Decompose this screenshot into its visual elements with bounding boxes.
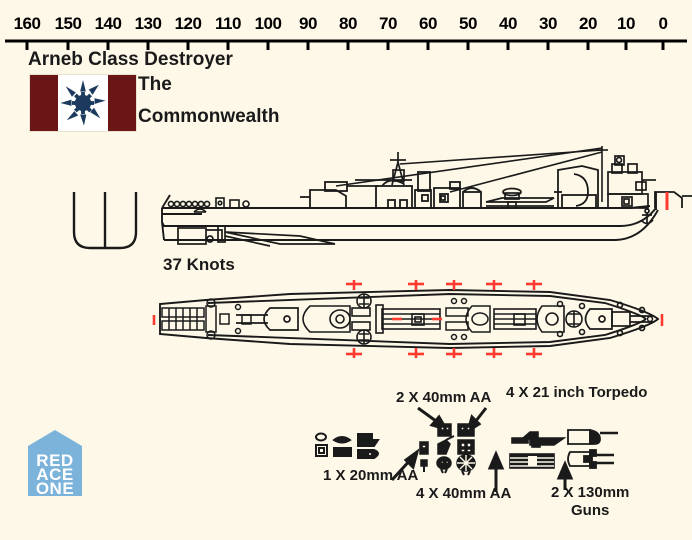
starburst-gear-icon: [60, 79, 106, 126]
scale-tick-label: 30: [539, 14, 557, 33]
legend-label-130mm-line1: 2 X 130mm: [551, 484, 630, 501]
plan-weapon-markers: [152, 280, 664, 358]
legend-icon-aa-mounts: [419, 423, 481, 476]
flag-band-right: [108, 75, 136, 131]
ship-plan-view: [159, 289, 660, 349]
scale-tick-label: 110: [215, 14, 241, 33]
legend-label-20mm: 1 X 20mm AA: [323, 467, 419, 484]
legend-label-40mm-twin: 2 X 40mm AA: [396, 389, 492, 406]
commonwealth-flag: [29, 74, 137, 132]
brand-line-1: RED: [36, 451, 73, 470]
scale-ruler-graphic: [5, 39, 687, 50]
ship-side-elevation: [161, 146, 692, 247]
bow-marker-side: [665, 192, 669, 210]
legend-label-torpedo: 4 X 21 inch Torpedo: [506, 384, 648, 401]
scale-tick-label: 70: [379, 14, 397, 33]
legend-label-40mm-quad: 4 X 40mm AA: [416, 485, 512, 502]
page-title: Arneb Class Destroyer: [28, 49, 233, 70]
scale-tick-label: 150: [54, 14, 82, 33]
nation-label-line2: Commonwealth: [138, 106, 280, 127]
scale-tick-label: 0: [658, 14, 668, 33]
scale-tick-label: 50: [459, 14, 477, 33]
scale-tick-label: 140: [94, 14, 122, 33]
legend-label-130mm: 2 X 130mm Guns: [551, 484, 629, 520]
flag-band-left: [30, 75, 58, 131]
scale-tick-label: 120: [174, 14, 202, 33]
red-ace-one-logo: RED ACE ONE: [28, 430, 82, 498]
scale-tick-label: 80: [339, 14, 357, 33]
scale-tick-label: 20: [579, 14, 597, 33]
brand-line-3: ONE: [36, 479, 74, 498]
brand-line-2: ACE: [36, 465, 73, 484]
scale-tick-label: 10: [617, 14, 635, 33]
speed-label: 37 Knots: [163, 255, 235, 274]
flag-field-center: [58, 75, 108, 131]
nation-label-line1: The: [138, 74, 172, 95]
scale-tick-label: 60: [419, 14, 437, 33]
scale-tick-label: 90: [299, 14, 317, 33]
legend-icon-small-fittings: [315, 432, 380, 459]
legend-icon-torpedo-launchers: [509, 431, 567, 469]
anchor-icon: [640, 208, 654, 225]
scale-tick-label: 40: [499, 14, 517, 33]
scale-tick-label: 130: [134, 14, 162, 33]
hull-cross-section: [72, 192, 138, 250]
legend-icon-130mm-turrets: [567, 428, 618, 469]
scale-tick-label: 100: [254, 14, 282, 33]
legend-label-130mm-line2: Guns: [571, 502, 610, 519]
scale-tick-label: 160: [13, 14, 41, 33]
